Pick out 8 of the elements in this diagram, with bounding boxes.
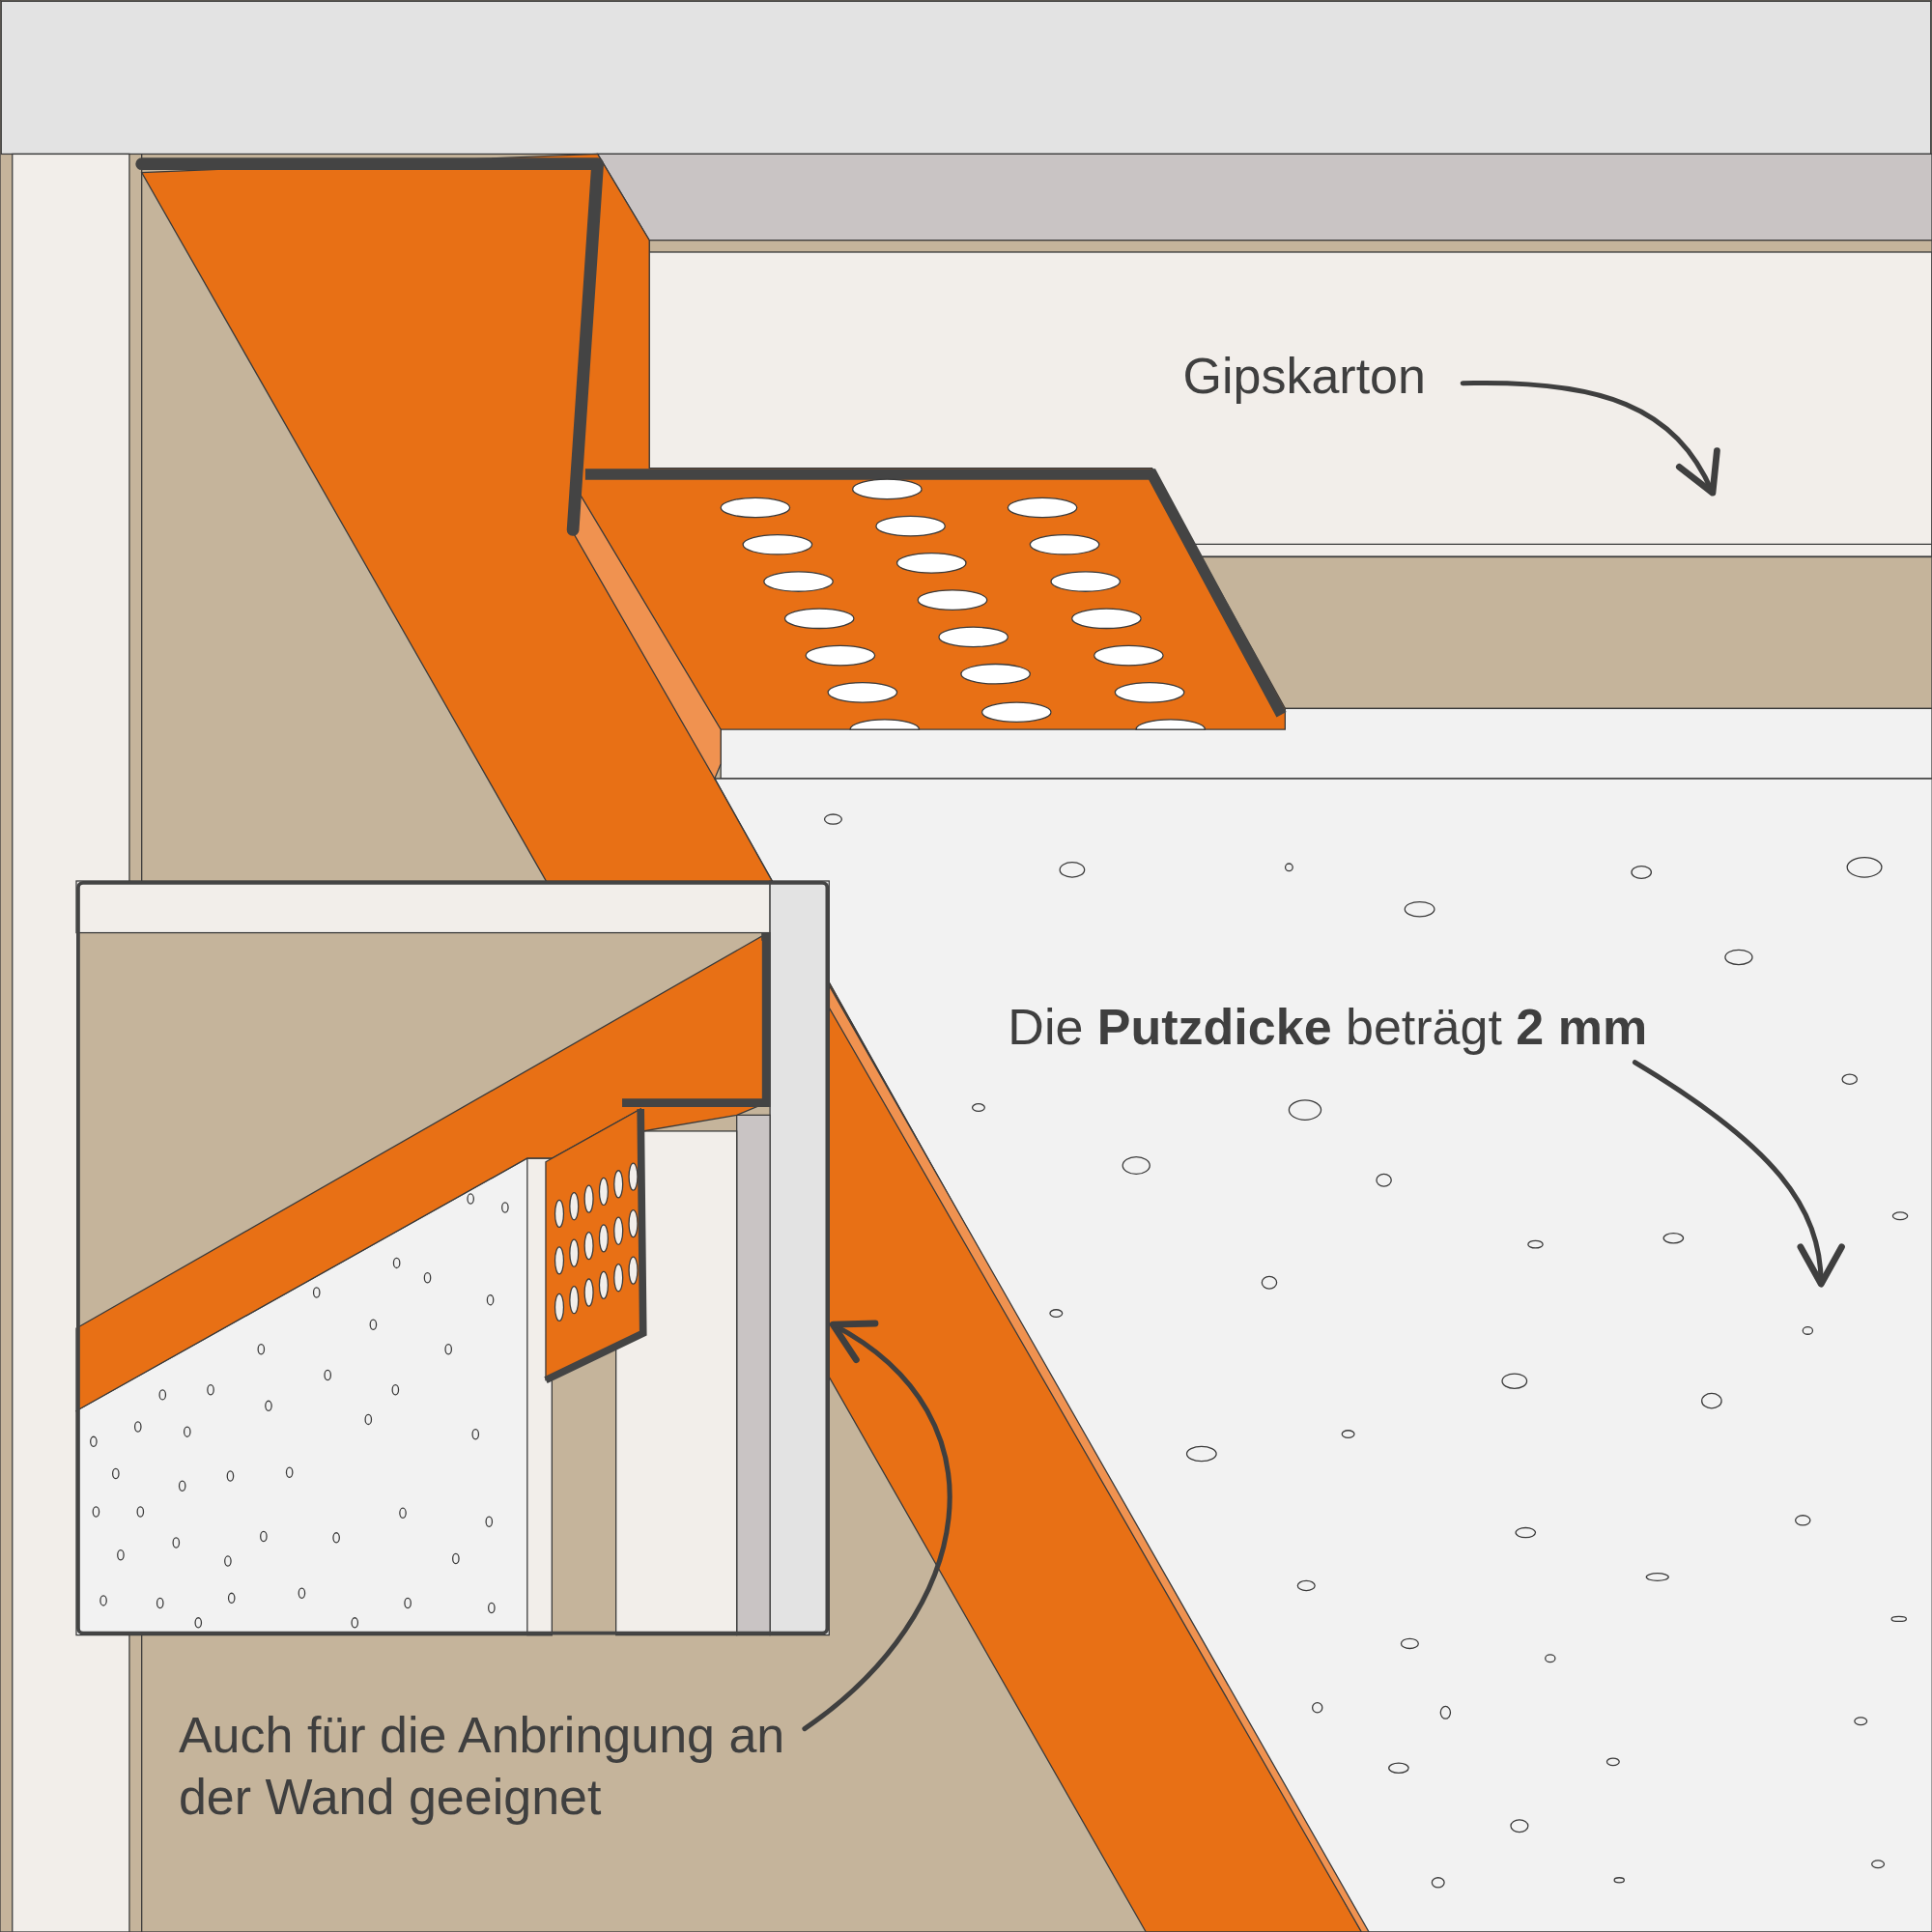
curved-arrow bbox=[1632, 1060, 1843, 1288]
plasterboard-label: Gipskarton bbox=[1182, 345, 1426, 408]
curved-arrow bbox=[802, 1321, 952, 1732]
plaster-surface bbox=[714, 779, 1932, 1932]
wall-mounting-note: Auch für die Anbringung an der Wand geeignet bbox=[178, 1704, 795, 1828]
plaster-thickness-note: Die Putzdicke beträgt 2 mm bbox=[1008, 995, 1648, 1058]
inset-detail-drawing bbox=[76, 881, 830, 1635]
curved-arrow bbox=[1460, 380, 1719, 497]
